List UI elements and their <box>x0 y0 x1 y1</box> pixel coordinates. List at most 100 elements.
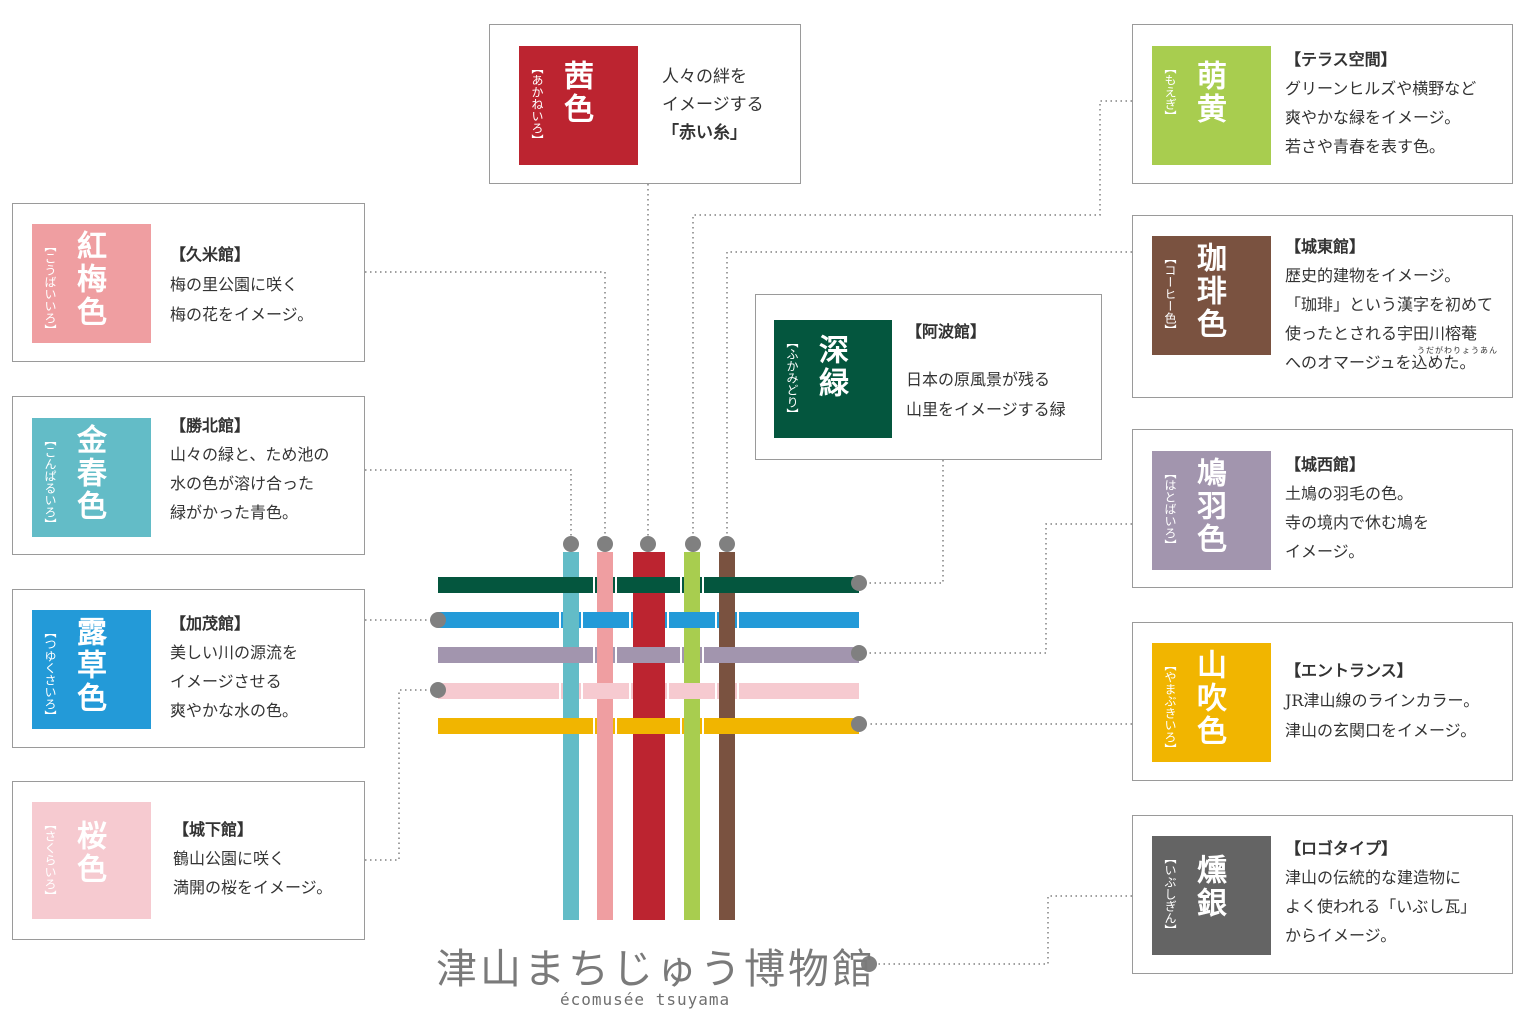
card-kobai: 【こうばいいろ】 紅梅色 【久米館】 梅の里公園に咲く 梅の花をイメージ。 <box>12 203 365 362</box>
weave-gap <box>667 683 669 699</box>
desc-title: 【城下館】 <box>173 820 254 839</box>
connector-dot <box>851 645 867 661</box>
desc-akane: 人々の絆を イメージする 「赤い糸」 <box>662 63 764 147</box>
card-moegi: 【もえぎ】 萌黄 【テラス空間】 グリーンヒルズや横野など 爽やかな緑をイメージ… <box>1132 24 1513 184</box>
ibushigin-link <box>869 895 1132 965</box>
weave-gap <box>702 647 704 663</box>
swatch-kobai: 【こうばいいろ】 紅梅色 <box>32 224 151 343</box>
thread-akane <box>633 552 665 920</box>
weave-gap <box>629 612 631 628</box>
connector-dots <box>430 536 877 972</box>
weave-gap <box>702 577 704 593</box>
logotype-subtitle: écomusée tsuyama <box>560 990 731 1009</box>
weave-gap <box>667 612 669 628</box>
weave-over-kobai <box>597 644 613 666</box>
moegi-link <box>692 100 1132 544</box>
desc-sakura: 【城下館】 鶴山公園に咲く 満開の桜をイメージ。 <box>173 815 332 902</box>
desc-title: 【久米館】 <box>170 245 251 264</box>
weave-over-kobai <box>597 715 613 737</box>
reading-fukamidori: 【ふかみどり】 <box>785 336 799 420</box>
kanji-ibushigin: 燻銀 <box>1191 854 1226 920</box>
weave-gap <box>559 612 561 628</box>
connector-dot <box>861 956 877 972</box>
weave-gap <box>680 577 682 593</box>
connector-dot <box>719 536 735 552</box>
reading-hatoba: 【はとばいろ】 <box>1163 467 1177 551</box>
desc-line: 津山の玄関口をイメージ。 <box>1285 721 1477 740</box>
kanji-akane: 茜色 <box>558 60 593 126</box>
desc-line: 歴史的建物をイメージ。 <box>1285 266 1461 285</box>
weave-gap <box>680 647 682 663</box>
card-yamabuki: 【やまぶきいろ】 山吹色 【エントランス】 JR津山線のラインカラー。 津山の玄… <box>1132 622 1513 781</box>
desc-kinharu: 【勝北館】 山々の緑と、ため池の 水の色が溶け合った 緑がかった青色。 <box>170 411 329 527</box>
desc-hatoba: 【城西館】 土鳩の羽毛の色。 寺の境内で休む鳩を イメージ。 <box>1285 450 1429 566</box>
card-akane: 【あかねいろ】 茜色 人々の絆を イメージする 「赤い糸」 <box>489 24 801 184</box>
desc-line: イメージ。 <box>1285 542 1365 561</box>
kanji-moegi: 萌黄 <box>1191 60 1226 126</box>
kanji-sakura: 桜色 <box>71 820 106 886</box>
desc-coffee: 【城東館】 歴史的建物をイメージ。 「珈琲」という漢字を初めて 使ったとされる宇… <box>1285 232 1493 377</box>
weave-gap <box>629 683 631 699</box>
card-tsuyukusa: 【つゆくさいろ】 露草色 【加茂館】 美しい川の源流を イメージさせる 爽やかな… <box>12 589 365 748</box>
desc-line: 山里をイメージする緑 <box>906 400 1066 419</box>
weave-over-yamabuki <box>716 718 738 734</box>
connector-dot <box>430 682 446 698</box>
weave-over-kinharu <box>563 680 579 702</box>
hatoba-link <box>859 523 1132 654</box>
desc-line: よく使われる「いぶし瓦」 <box>1285 897 1477 916</box>
furigana-udagawa-yoan: うだがわりょうあん <box>1417 346 1498 355</box>
weave-gap <box>615 718 617 734</box>
weave-over-yamabuki <box>630 718 668 734</box>
card-coffee: 【コーヒー色】 珈琲色 【城東館】 歴史的建物をイメージ。 「珈琲」という漢字を… <box>1132 215 1513 398</box>
weave-gap <box>680 718 682 734</box>
weave-over-tsuyukusa <box>594 612 616 628</box>
kanji-tsuyukusa: 露草色 <box>71 616 106 715</box>
swatch-coffee: 【コーヒー色】 珈琲色 <box>1152 236 1271 355</box>
desc-title: 【ロゴタイプ】 <box>1285 839 1398 858</box>
desc-title: 【加茂館】 <box>170 614 251 633</box>
weave-over-fukamidori <box>560 577 582 593</box>
kanji-kobai: 紅梅色 <box>71 230 106 329</box>
connector-lines <box>365 100 1132 965</box>
desc-line: 満開の桜をイメージ。 <box>173 878 333 897</box>
card-fukamidori: 【ふかみどり】 深緑 【阿波館】 日本の原風景が残る 山里をイメージする緑 <box>755 294 1102 460</box>
swatch-yamabuki: 【やまぶきいろ】 山吹色 <box>1152 643 1271 762</box>
desc-line: へのオマージュを込めた。 <box>1285 353 1476 372</box>
weave-over-coffee <box>719 680 735 702</box>
weave-gap <box>593 647 595 663</box>
reading-sakura: 【さくらいろ】 <box>43 818 57 902</box>
connector-dot <box>563 536 579 552</box>
reading-ibushigin: 【いぶしぎん】 <box>1163 852 1177 936</box>
weave-over-coffee <box>719 609 735 631</box>
desc-line: JR津山線のラインカラー。 <box>1285 691 1480 710</box>
desc-line: 水の色が溶け合った <box>170 474 315 493</box>
desc-line: 日本の原風景が残る <box>906 370 1051 389</box>
weave-over-sakura <box>681 683 703 699</box>
reading-akane: 【あかねいろ】 <box>530 62 544 146</box>
desc-line: 「珈琲」という漢字を初めて <box>1285 295 1494 314</box>
reading-kobai: 【こうばいいろ】 <box>43 240 57 336</box>
swatch-fukamidori: 【ふかみどり】 深緑 <box>774 320 892 438</box>
thread-coffee <box>719 552 735 920</box>
connector-dot <box>597 536 613 552</box>
swatch-hatoba: 【はとばいろ】 鳩羽色 <box>1152 451 1271 570</box>
weave-gap <box>737 612 739 628</box>
card-ibushigin: 【いぶしぎん】 燻銀 【ロゴタイプ】 津山の伝統的な建造物に よく使われる「いぶ… <box>1132 815 1513 974</box>
desc-title: 【テラス空間】 <box>1285 50 1397 69</box>
weave-over-kobai <box>597 574 613 596</box>
weave-over-fukamidori <box>630 577 668 593</box>
desc-ibushigin: 【ロゴタイプ】 津山の伝統的な建造物に よく使われる「いぶし瓦」 からイメージ。 <box>1285 834 1476 950</box>
card-sakura: 【さくらいろ】 桜色 【城下館】 鶴山公園に咲く 満開の桜をイメージ。 <box>12 781 365 940</box>
fukamidori-link <box>859 460 944 584</box>
swatch-tsuyukusa: 【つゆくさいろ】 露草色 <box>32 610 151 729</box>
weave-gap <box>593 718 595 734</box>
desc-line: 津山の伝統的な建造物に <box>1285 868 1462 887</box>
weave-gap <box>715 683 717 699</box>
desc-line: 爽やかな緑をイメージ。 <box>1285 108 1461 127</box>
desc-line: 美しい川の源流を <box>170 643 299 662</box>
swatch-kinharu: 【こんぱるいろ】 金春色 <box>32 418 151 537</box>
kanji-hatoba: 鳩羽色 <box>1191 457 1226 556</box>
desc-kobai: 【久米館】 梅の里公園に咲く 梅の花をイメージ。 <box>170 240 313 330</box>
weave-mark <box>438 552 859 920</box>
